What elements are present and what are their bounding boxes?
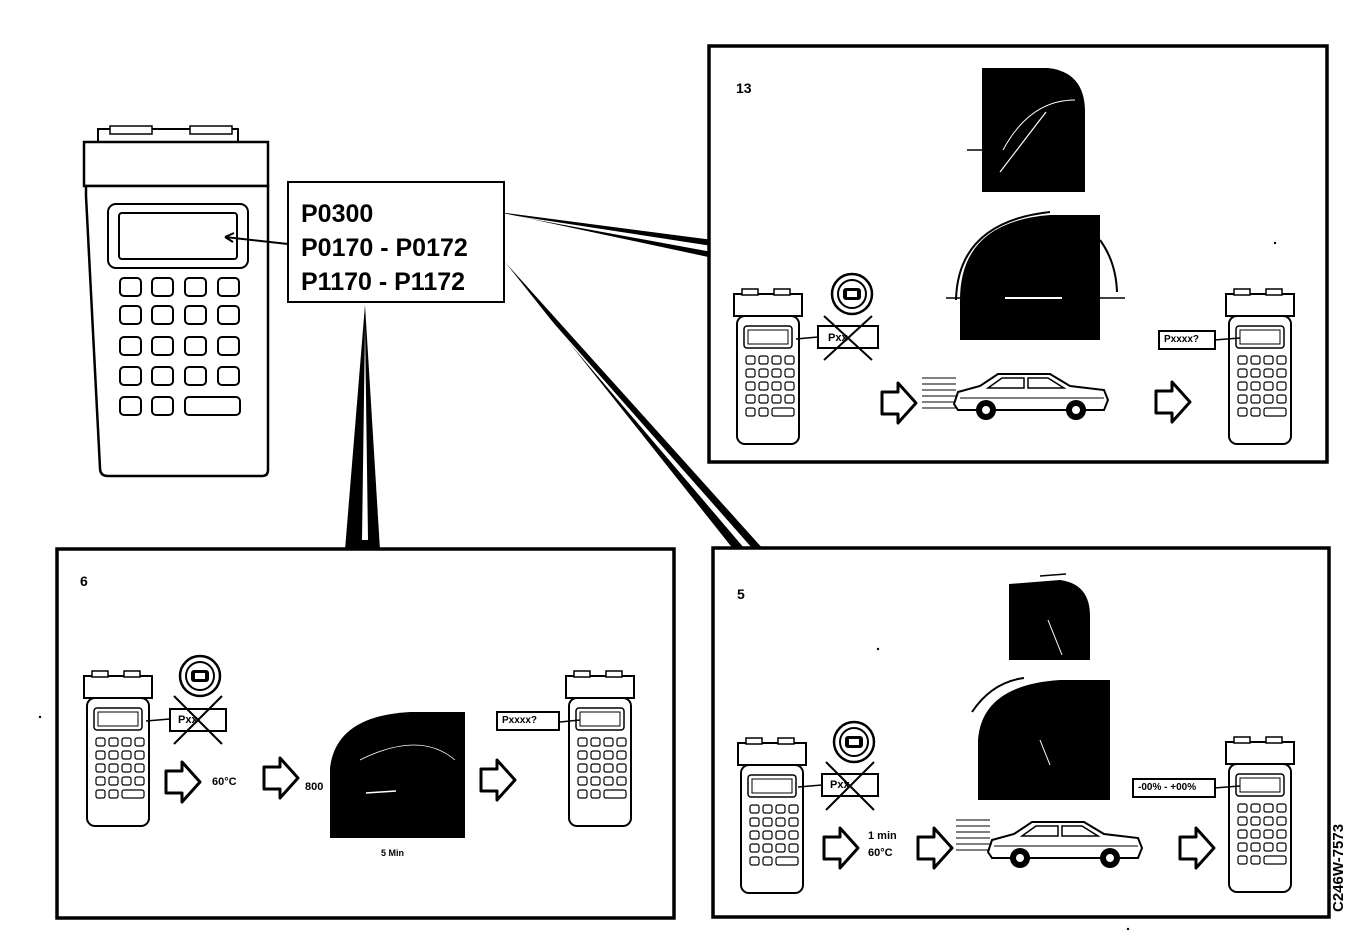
panel-13-crossed-code — [795, 315, 879, 361]
figure-id: C246W-7573 — [1330, 823, 1347, 912]
panel-5-tachometer — [971, 677, 1110, 800]
panel-13-engine-icon — [830, 272, 874, 316]
connector-to-panel-13 — [498, 212, 713, 258]
dtc-code-p0300: P0300 — [301, 200, 374, 228]
panel-5-time: 1 min — [868, 830, 897, 842]
panel-5-prompt: -00% - +00% — [1132, 778, 1216, 798]
panel-6-engine-icon — [178, 654, 222, 698]
panel-5-number: 5 — [737, 586, 745, 602]
panel-13-scan-tool-right — [1225, 288, 1295, 445]
panel-5-engine-icon — [832, 720, 876, 764]
panel-6-temperature: 60°C — [212, 776, 237, 788]
panel-5-temperature: 60°C — [868, 847, 893, 859]
connector-to-panel-5 — [505, 262, 764, 550]
dtc-code-p1170-range: P1170 - P1172 — [301, 268, 466, 296]
panel-6-crossed-code-label: Pxx — [178, 714, 198, 726]
panel-13-speedometer — [967, 68, 1085, 192]
panel-5-crossed-code-label: Pxx — [830, 779, 850, 791]
panel-6-number: 6 — [80, 573, 88, 589]
panel-5-scan-tool-right — [1225, 736, 1295, 893]
panel-6-scan-tool-right — [565, 670, 635, 827]
panel-6-scan-tool-left — [83, 670, 153, 827]
panel-6-tachometer — [330, 712, 465, 838]
panel-6-prompt: Pxxxx? — [496, 711, 560, 731]
panel-5-scan-tool-left — [737, 737, 807, 894]
panel-5-speedometer — [1009, 573, 1090, 660]
panel-6-duration: 5 Min — [381, 848, 405, 858]
dtc-code-p0170-range: P0170 - P0172 — [301, 234, 468, 262]
panel-6-crossed-code — [145, 695, 227, 745]
panel-13-scan-tool-left — [733, 288, 803, 445]
panel-13-number: 13 — [736, 80, 752, 96]
panel-13-crossed-code-label: Pxx — [828, 332, 848, 344]
panel-13-prompt: Pxxxx? — [1158, 330, 1216, 350]
dtc-code-box: P0300 P0170 - P0172 P1170 - P1172 — [287, 181, 505, 303]
scan-tool-main — [82, 125, 289, 478]
panel-13-tachometer — [946, 211, 1125, 340]
panel-6-rpm: 800 — [305, 781, 324, 793]
panel-5-crossed-code — [797, 761, 879, 811]
connector-to-panel-6 — [345, 305, 380, 550]
